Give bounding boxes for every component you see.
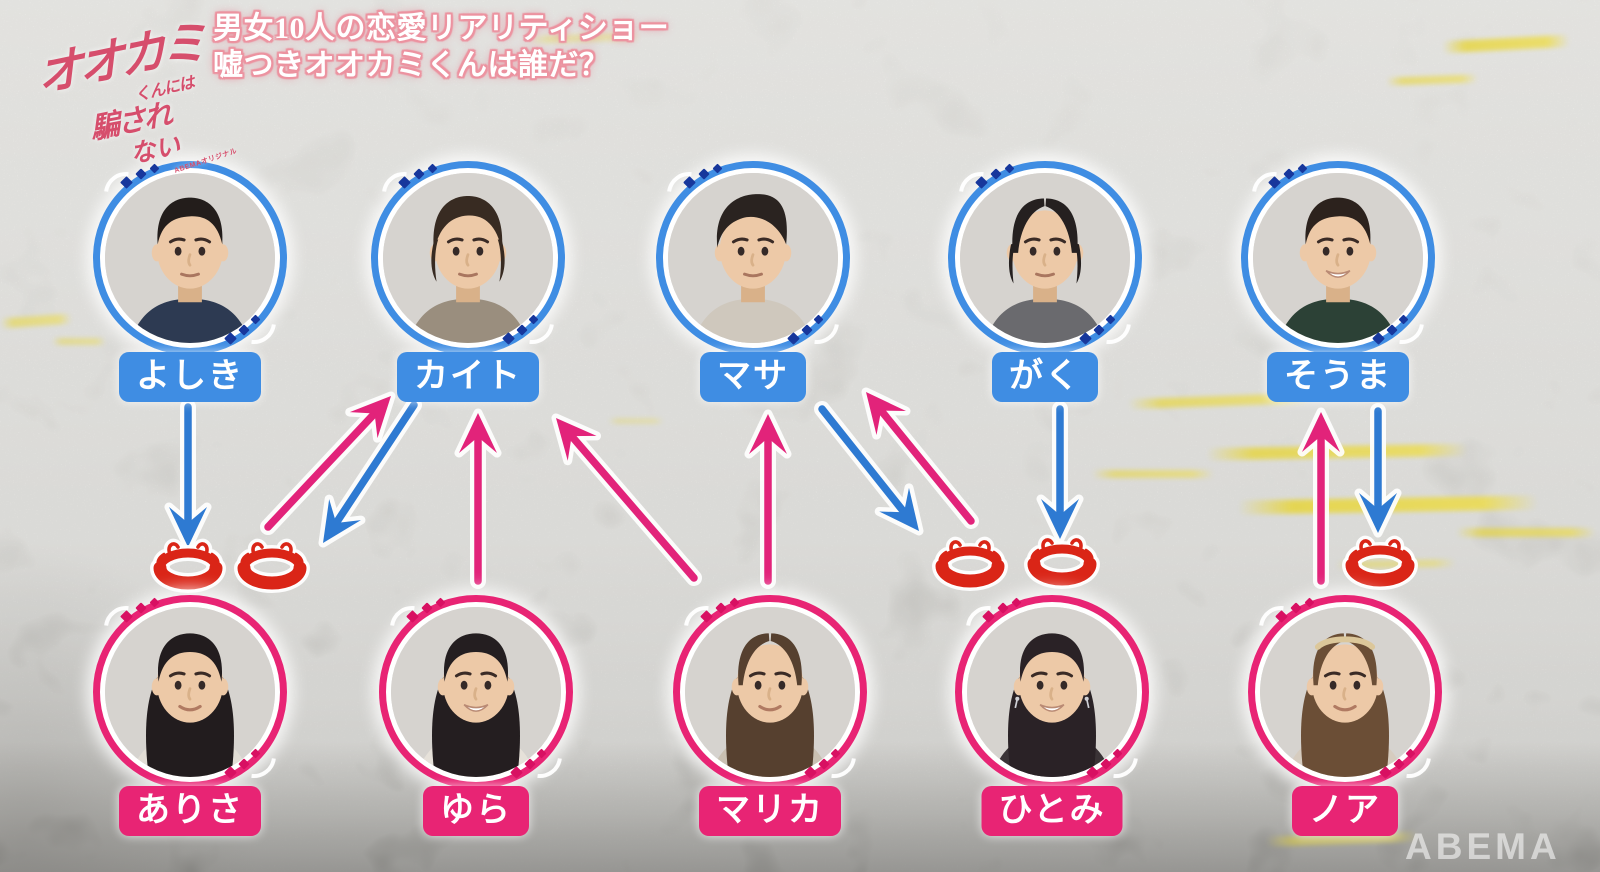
- arrow-ゆら-to-カイト: [454, 408, 502, 589]
- member-ありさ: ありさ: [86, 588, 294, 836]
- member-name-label: ノア: [1292, 786, 1398, 836]
- portrait-frame: [649, 154, 857, 362]
- devil-horn-headband-icon: [234, 538, 310, 593]
- devil-horn-headband-icon: [932, 536, 1008, 591]
- member-name-label: ひとみ: [981, 786, 1123, 836]
- member-name-label: ありさ: [119, 786, 261, 836]
- member-name-label: マリカ: [699, 786, 841, 836]
- member-マサ: マサ: [649, 154, 857, 402]
- member-そうま: そうま: [1234, 154, 1442, 402]
- arrow-ひとみ-to-マサ: [861, 387, 979, 529]
- member-ゆら: ゆら: [372, 588, 580, 836]
- member-name-label: よしき: [119, 352, 261, 402]
- portrait-frame: [948, 588, 1156, 796]
- member-ノア: ノア: [1241, 588, 1449, 836]
- portrait-frame: [666, 588, 874, 796]
- member-カイト: カイト: [364, 154, 572, 402]
- member-よしき: よしき: [86, 154, 294, 402]
- arrow-そうま-to-ノア: [1354, 403, 1402, 538]
- arrow-よしき-to-ありさ: [164, 399, 212, 552]
- arrow-がく-to-ひとみ: [1036, 401, 1084, 544]
- member-name-label: がく: [992, 352, 1098, 402]
- member-name-label: カイト: [397, 352, 539, 402]
- member-がく: がく: [941, 154, 1149, 402]
- arrow-マリカ-to-マサ: [744, 409, 792, 589]
- devil-horn-headband-icon: [1024, 534, 1100, 589]
- member-name-label: ゆら: [423, 786, 529, 836]
- arrow-ノア-to-そうま: [1297, 407, 1345, 589]
- member-name-label: そうま: [1267, 352, 1409, 402]
- page-title: 男女10人の恋愛リアリティショー 嘘つきオオカミくんは誰だ？: [213, 10, 669, 84]
- title-line-1: 男女10人の恋愛リアリティショー: [213, 12, 670, 45]
- arrow-マリカ-to-カイト: [551, 413, 702, 586]
- portrait-frame: [364, 154, 572, 362]
- portrait-frame: [86, 154, 294, 362]
- member-name-label: マサ: [700, 352, 806, 402]
- portrait-frame: [372, 588, 580, 796]
- devil-horn-headband-icon: [1342, 535, 1418, 590]
- member-ひとみ: ひとみ: [948, 588, 1156, 836]
- abema-watermark: ABEMA: [1405, 826, 1561, 867]
- devil-horn-headband-icon: [150, 538, 226, 593]
- member-マリカ: マリカ: [666, 588, 874, 836]
- portrait-frame: [941, 154, 1149, 362]
- portrait-frame: [1234, 154, 1442, 362]
- title-line-2: 嘘つきオオカミくんは誰だ？: [213, 49, 610, 82]
- portrait-frame: [1241, 588, 1449, 796]
- portrait-frame: [86, 588, 294, 796]
